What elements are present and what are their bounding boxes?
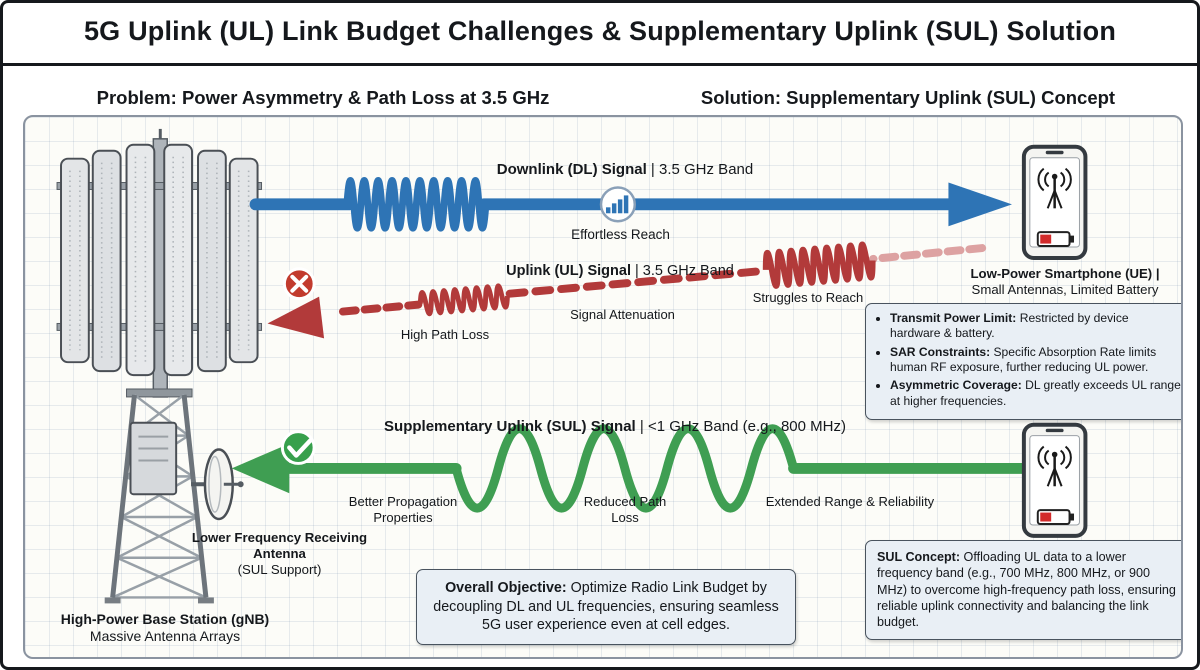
smartphone-icon <box>1021 422 1088 538</box>
downlink-wave <box>343 177 490 232</box>
signal-strength-icon <box>599 186 637 223</box>
gnb-label: High-Power Base Station (gNB)Massive Ant… <box>60 611 270 645</box>
objective-box: Overall Objective: Optimize Radio Link B… <box>416 569 796 645</box>
uplink-label: Uplink (UL) Signal | 3.5 GHz Band <box>506 263 734 279</box>
uplink-note-struggles: Struggles to Reach <box>752 290 864 305</box>
title-divider <box>3 63 1197 66</box>
equipment-cabinet <box>129 421 178 496</box>
uplink-arrowhead <box>267 296 325 339</box>
problem-section-header: Problem: Power Asymmetry & Path Loss at … <box>96 87 550 108</box>
sul-wave <box>451 424 798 513</box>
dish-antenna <box>191 448 244 521</box>
sul-note-propagation: Better Propagation Properties <box>348 494 458 525</box>
diagram-panel: Downlink (DL) Signal | 3.5 GHz Band Effo… <box>23 115 1183 659</box>
uplink-arrow <box>267 241 987 339</box>
constraint-item: Transmit Power Limit: Restricted by devi… <box>890 311 1181 342</box>
success-check-icon <box>280 430 316 465</box>
uplink-wave-weak <box>417 283 510 317</box>
uplink-note-attenuation: Signal Attenuation <box>570 307 675 322</box>
solution-section-header: Solution: Supplementary Uplink (SUL) Con… <box>700 87 1116 108</box>
diagram-overlay <box>56 128 1088 604</box>
ue-constraints-list: Transmit Power Limit: Restricted by devi… <box>866 304 1181 419</box>
constraint-item: Asymmetric Coverage: DL greatly exceeds … <box>890 378 1181 409</box>
sul-arrowhead <box>231 443 290 494</box>
downlink-arrow <box>249 177 1012 232</box>
sul-label: Supplementary Uplink (SUL) Signal | <1 G… <box>384 418 846 435</box>
page-title: 5G Uplink (UL) Link Budget Challenges & … <box>83 16 1117 46</box>
sul-antenna-label: Lower Frequency Receiving Antenna (SUL S… <box>191 530 368 578</box>
sul-note-extended: Extended Range & Reliability <box>765 494 935 509</box>
antenna-panel-array <box>60 143 259 377</box>
ue-constraints-box: Transmit Power Limit: Restricted by devi… <box>865 303 1181 421</box>
uplink-note-path-loss: High Path Loss <box>400 327 490 342</box>
uplink-wave-strong <box>762 241 876 289</box>
constraint-item: SAR Constraints: Specific Absorption Rat… <box>890 345 1181 376</box>
blocked-icon <box>282 267 316 301</box>
sul-arrow <box>231 424 1028 513</box>
downlink-note: Effortless Reach <box>571 227 670 242</box>
ue-label: Low-Power Smartphone (UE) |Small Antenna… <box>970 266 1160 298</box>
downlink-arrowhead <box>948 182 1012 227</box>
sul-concept-box: SUL Concept: Offloading UL data to a low… <box>865 540 1181 640</box>
base-station-illustration <box>56 128 263 604</box>
downlink-label: Downlink (DL) Signal | 3.5 GHz Band <box>496 161 754 178</box>
smartphone-icon <box>1021 144 1088 260</box>
sul-note-reduced: Reduced Path Loss <box>583 494 667 525</box>
